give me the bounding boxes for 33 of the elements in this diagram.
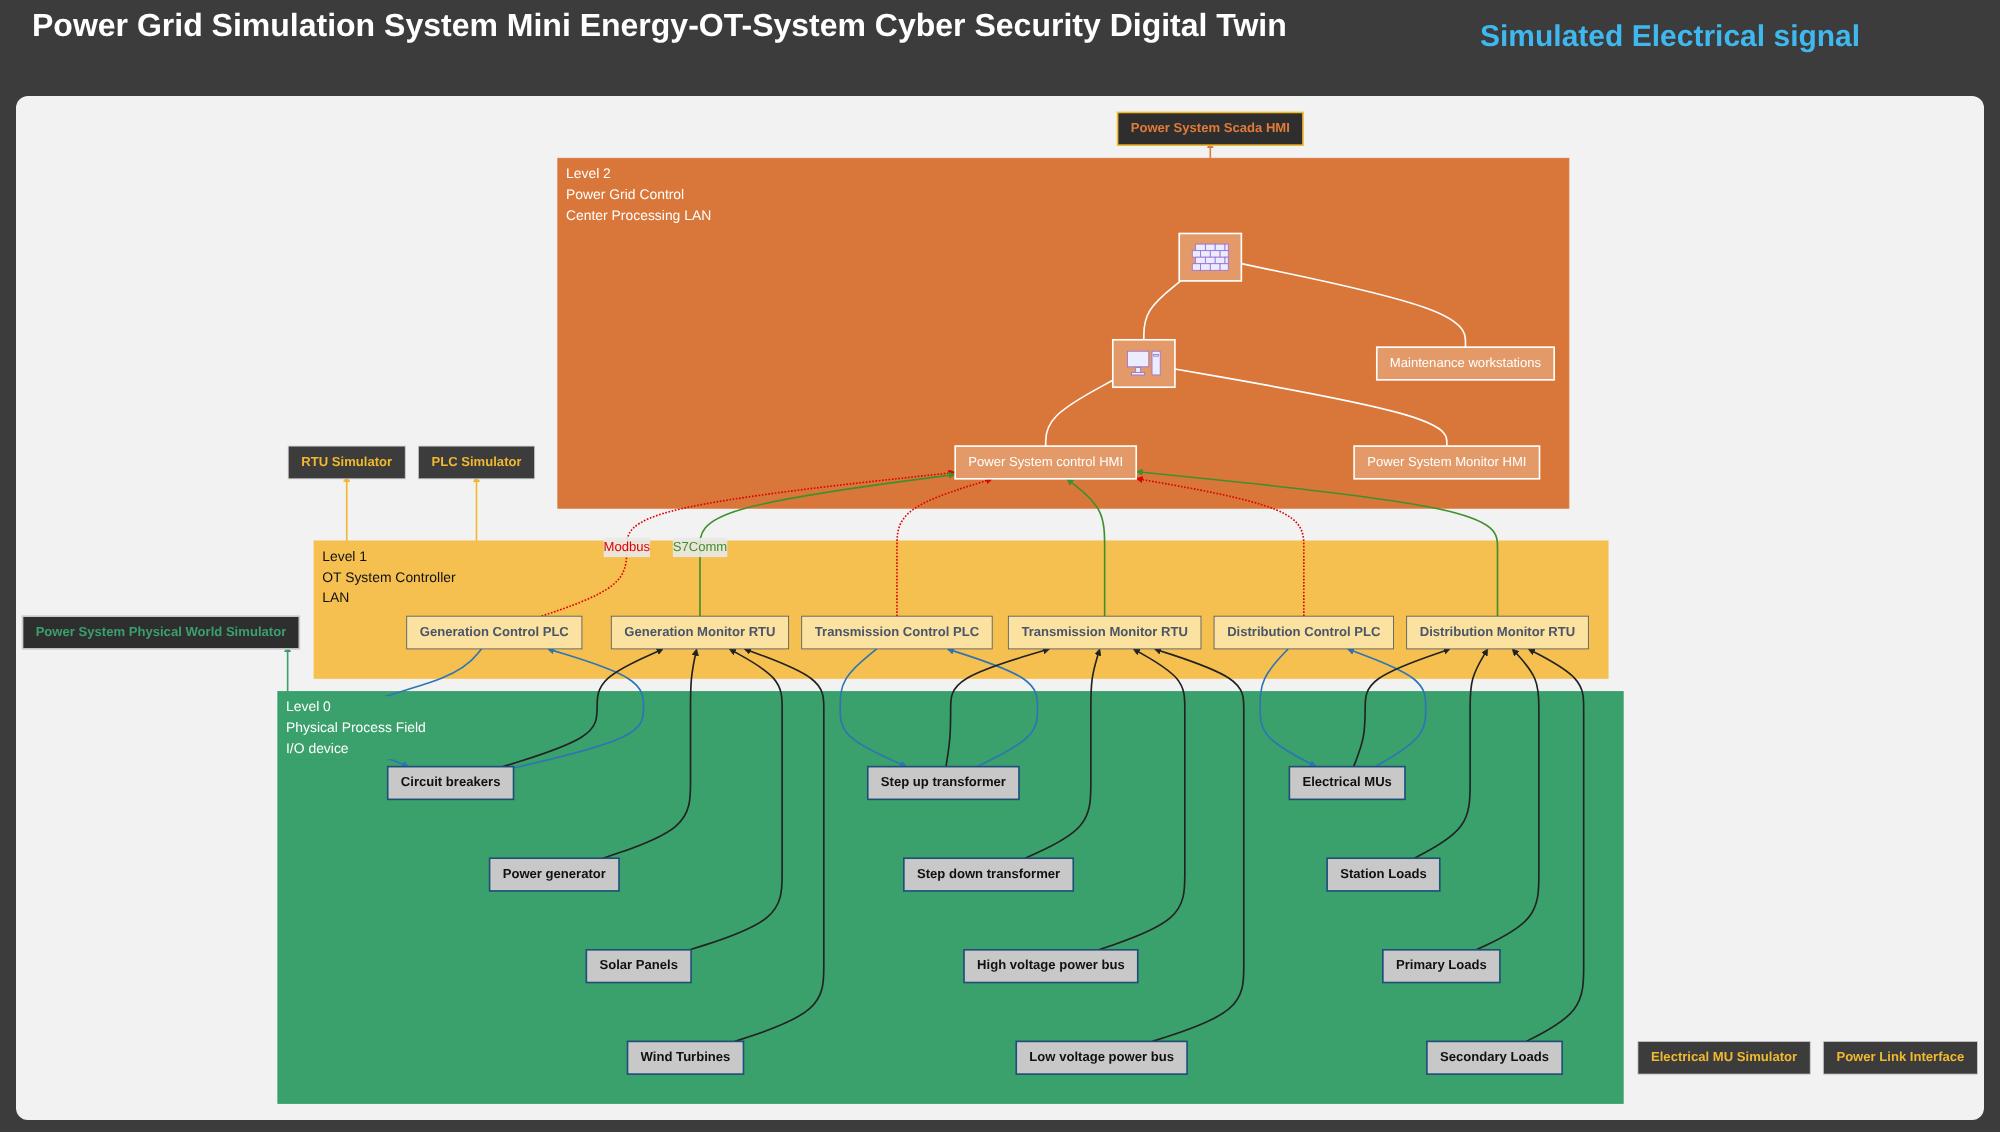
connector [1174,368,1448,447]
arrow [734,647,825,1043]
arrow [502,648,664,768]
arrow [284,645,292,693]
connector [1143,280,1182,341]
arrow [839,648,907,768]
arrow [1135,468,1499,617]
signal-note: Simulated Electrical signal [1480,20,1863,54]
arrow [540,469,956,617]
connector [1240,262,1467,348]
arrow [1066,478,1106,617]
arrow [1151,647,1245,1043]
arrow [1352,647,1451,768]
arrow [1097,648,1186,951]
node-picture [1178,232,1243,282]
arrow [1024,648,1102,860]
arrow [699,471,956,617]
arrow [472,475,481,542]
diagram-title: Power Grid Simulation System Mini Energy-OT-System Cyber Security Digital Twin [32,8,1289,46]
arrow [512,647,645,769]
arrow [1525,648,1585,1043]
connector [1044,379,1114,447]
arrow [1206,141,1214,160]
arrow [602,648,699,860]
arrow [1347,647,1427,768]
arrow [689,648,783,951]
arrow [343,475,351,542]
arrow [1259,648,1317,767]
arrow [1475,648,1540,951]
arrow [1135,476,1305,617]
node-picture [1111,338,1176,389]
arrow [1413,648,1489,860]
arrow [896,477,993,617]
